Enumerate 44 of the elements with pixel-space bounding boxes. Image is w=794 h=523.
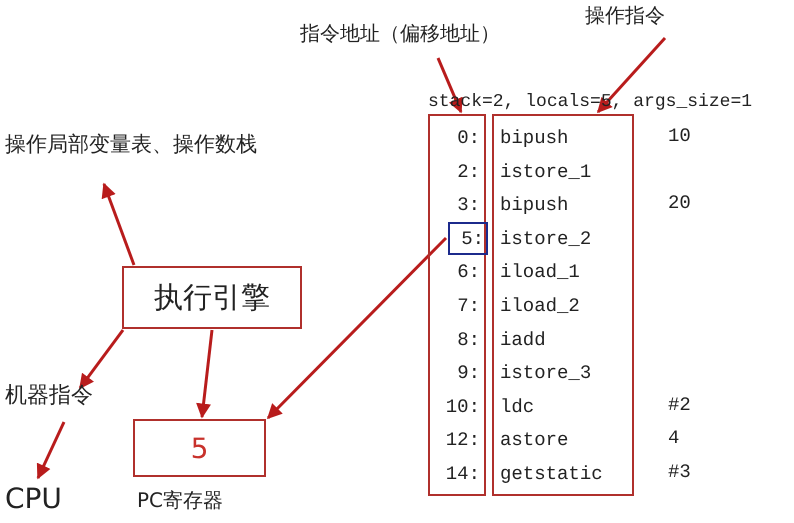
register-box: 5: [133, 419, 266, 477]
text-label: 操作指令: [585, 4, 665, 26]
operand-text: 4: [668, 429, 680, 448]
highlight-box: [448, 222, 488, 255]
address-text: 0:: [457, 129, 480, 148]
address-text: 10:: [446, 398, 480, 417]
address-text: 5:: [461, 230, 484, 249]
operand-text: 20: [668, 194, 691, 214]
instruction-text: istore_1: [500, 162, 592, 182]
text-label: CPU: [5, 484, 62, 515]
instruction-text: bipush: [500, 129, 568, 148]
text-label: 操作局部变量表、操作数栈: [5, 133, 257, 156]
instruction-text: iload_2: [500, 297, 580, 316]
text-label: 指令地址（偏移地址）: [300, 22, 500, 44]
operand-text: #3: [668, 463, 691, 482]
instruction-column-box: [492, 114, 634, 496]
instruction-text: iload_1: [500, 263, 580, 282]
address-text: 12:: [446, 431, 480, 450]
address-text: 14:: [446, 465, 480, 484]
address-text: 6:: [457, 263, 480, 282]
instruction-text: astore: [500, 431, 568, 450]
arrow: [266, 236, 448, 420]
address-column-box: [428, 114, 486, 496]
arrow: [596, 37, 666, 114]
arrow: [102, 182, 136, 266]
instruction-text: getstatic: [500, 465, 603, 484]
operand-text: 10: [668, 127, 691, 146]
operand-text: #2: [668, 396, 691, 415]
instruction-text: istore_2: [500, 230, 592, 249]
address-text: 8:: [457, 330, 480, 350]
address-text: 3:: [457, 196, 480, 216]
arrow: [78, 329, 124, 390]
instruction-text: iadd: [500, 330, 546, 350]
instruction-text: istore_3: [500, 364, 592, 384]
register-caption: PC寄存器: [137, 489, 224, 511]
address-text: 7:: [457, 297, 480, 316]
arrow: [196, 330, 214, 418]
address-text: 2:: [457, 162, 480, 182]
instruction-text: bipush: [500, 196, 568, 216]
process-box: 执行引擎: [122, 266, 302, 329]
instruction-text: ldc: [500, 398, 534, 417]
address-text: 9:: [457, 364, 480, 384]
arrow: [36, 421, 66, 480]
text-label: 机器指令: [5, 384, 93, 408]
